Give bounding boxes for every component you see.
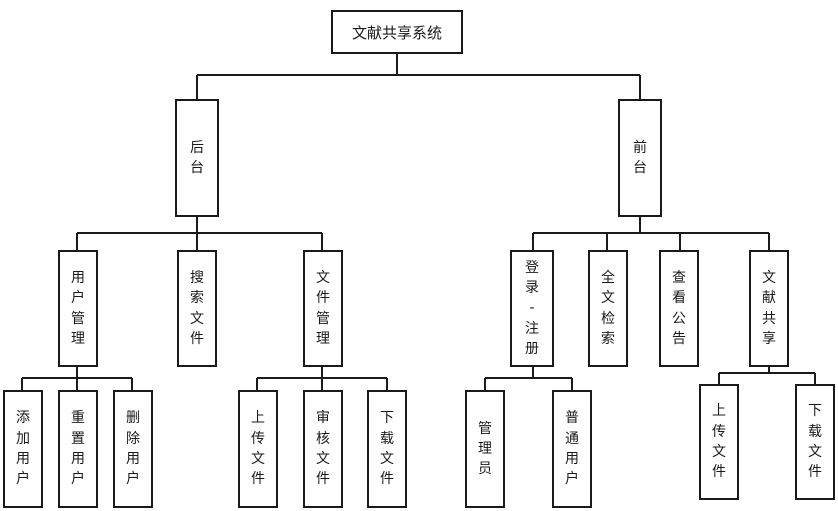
connector-login-register: [484, 366, 573, 391]
node-fulltext-search-label: 全 文 检 索: [601, 269, 615, 347]
node-upload-file-label: 上 传 文 件: [251, 410, 265, 488]
node-view-notices-label: 查 看 公 告: [672, 269, 686, 347]
node-share-upload-file-label: 上 传 文 件: [712, 403, 726, 481]
connector-file-management: [256, 366, 388, 391]
node-search-files: 搜 索 文 件: [177, 250, 217, 367]
connector-backend: [76, 216, 323, 251]
node-search-files-label: 搜 索 文 件: [190, 269, 204, 347]
node-login-register: 登 录 - 注 册: [510, 250, 554, 367]
node-download-file-label: 下 载 文 件: [380, 410, 394, 488]
node-review-file-label: 审 核 文 件: [316, 410, 330, 488]
node-download-file: 下 载 文 件: [367, 390, 407, 508]
node-frontend: 前 台: [618, 99, 662, 217]
node-fulltext-search: 全 文 检 索: [588, 250, 628, 367]
node-user-management-label: 用 户 管 理: [71, 269, 85, 347]
node-doc-sharing: 文 献 共 享: [749, 250, 789, 367]
connector-frontend: [532, 216, 770, 251]
node-backend-label: 后 台: [190, 139, 204, 176]
node-administrator: 管 理 员: [465, 390, 505, 508]
node-login-register-label: 登 录 - 注 册: [525, 259, 539, 357]
node-reset-user: 重 置 用 户: [58, 390, 98, 508]
node-file-management: 文 件 管 理: [303, 250, 343, 367]
node-administrator-label: 管 理 员: [478, 420, 492, 478]
node-regular-user: 普 通 用 户: [552, 390, 592, 508]
node-file-management-label: 文 件 管 理: [316, 269, 330, 347]
node-doc-sharing-label: 文 献 共 享: [762, 269, 776, 347]
node-share-download-file-label: 下 载 文 件: [808, 403, 822, 481]
node-regular-user-label: 普 通 用 户: [565, 410, 579, 488]
node-delete-user-label: 删 除 用 户: [126, 410, 140, 488]
node-root: 文献共享系统: [331, 10, 463, 54]
node-share-upload-file: 上 传 文 件: [699, 384, 739, 500]
connector-doc-sharing: [718, 366, 816, 385]
node-frontend-label: 前 台: [633, 139, 647, 176]
node-upload-file: 上 传 文 件: [238, 390, 278, 508]
node-user-management: 用 户 管 理: [58, 250, 98, 367]
node-backend: 后 台: [175, 99, 219, 217]
node-view-notices: 查 看 公 告: [659, 250, 699, 367]
node-share-download-file: 下 载 文 件: [795, 384, 835, 500]
connector-root: [196, 54, 641, 100]
node-add-user: 添 加 用 户: [3, 390, 43, 508]
connector-user-management: [21, 366, 133, 391]
node-reset-user-label: 重 置 用 户: [71, 410, 85, 488]
node-root-label: 文献共享系统: [351, 23, 442, 42]
node-review-file: 审 核 文 件: [303, 390, 343, 508]
node-add-user-label: 添 加 用 户: [16, 410, 30, 488]
node-delete-user: 删 除 用 户: [113, 390, 153, 508]
